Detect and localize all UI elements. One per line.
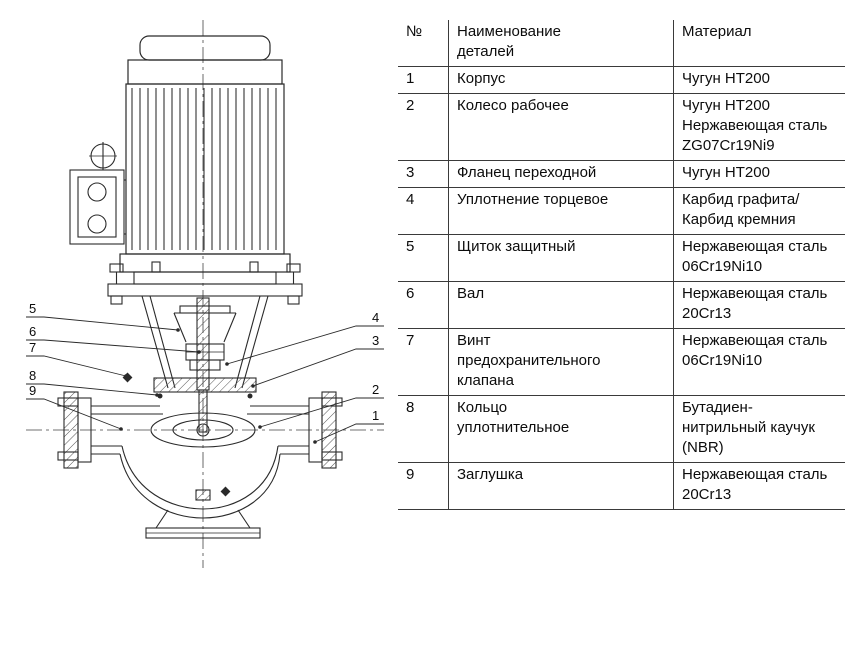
part-number: 2 <box>398 93 449 161</box>
callout-leaders <box>26 316 384 444</box>
terminal-box <box>69 142 126 245</box>
adapter-flange <box>153 377 257 393</box>
part-material: Карбид графита/ Карбид кремния <box>673 187 845 235</box>
col-header-name: Наименование деталей <box>448 20 674 67</box>
volute-inner <box>121 445 279 510</box>
section-marker-2 <box>220 486 231 497</box>
part-material: Нержавеющая сталь 20Cr13 <box>673 281 845 329</box>
part-name: Вал <box>448 281 674 329</box>
part-number: 1 <box>398 66 449 94</box>
part-name: Кольцо уплотнительное <box>448 395 674 463</box>
part-number: 5 <box>398 234 449 282</box>
right-pipe-flange <box>321 391 337 469</box>
left-pipe-flange <box>63 391 79 469</box>
callout-7: 7 <box>29 340 36 355</box>
section-marker-1 <box>122 372 133 383</box>
part-number: 3 <box>398 160 449 188</box>
shaft-lower <box>198 389 208 433</box>
motor <box>119 35 291 273</box>
pump-cross-section-svg: 5 6 7 8 9 4 3 2 1 <box>26 20 384 568</box>
part-name: Фланец переходной <box>448 160 674 188</box>
part-material: Чугун HT200 <box>673 66 845 94</box>
part-name: Корпус <box>448 66 674 94</box>
part-number: 6 <box>398 281 449 329</box>
pump-technical-drawing: 5 6 7 8 9 4 3 2 1 <box>0 0 400 600</box>
part-material: Бутадиен- нитрильный каучук (NBR) <box>673 395 845 463</box>
motor-flange <box>107 261 303 305</box>
part-name: Колесо рабочее <box>448 93 674 161</box>
table-row: 5 Щиток защитный Нержавеющая сталь 06Cr1… <box>398 234 845 282</box>
table-row: 4 Уплотнение торцевое Карбид графита/ Ка… <box>398 187 845 235</box>
callout-8: 8 <box>29 368 36 383</box>
part-number: 4 <box>398 187 449 235</box>
table-row: 9 Заглушка Нержавеющая сталь 20Cr13 <box>398 462 845 510</box>
col-header-material: Материал <box>673 20 845 67</box>
part-number: 9 <box>398 462 449 510</box>
part-number: 7 <box>398 328 449 396</box>
bracket-and-seal <box>141 295 269 433</box>
callout-2: 2 <box>372 382 379 397</box>
table-row: 6 Вал Нержавеющая сталь 20Cr13 <box>398 281 845 329</box>
callout-3: 3 <box>372 333 379 348</box>
part-name: Уплотнение торцевое <box>448 187 674 235</box>
part-material: Чугун HT200 Нержавеющая сталь ZG07Cr19Ni… <box>673 93 845 161</box>
part-number: 8 <box>398 395 449 463</box>
table-row: 1 Корпус Чугун HT200 <box>398 66 845 94</box>
table-row: 7 Винт предохранительного клапана Нержав… <box>398 328 845 396</box>
o-ring-right <box>247 393 253 399</box>
part-material: Нержавеющая сталь 06Cr19Ni10 <box>673 234 845 282</box>
parts-table: № Наименование деталей Материал 1 Корпус… <box>398 20 845 510</box>
part-material: Нержавеющая сталь 20Cr13 <box>673 462 845 510</box>
table-row: 2 Колесо рабочее Чугун HT200 Нержавеющая… <box>398 93 845 161</box>
table-row: 8 Кольцо уплотнительное Бутадиен- нитрил… <box>398 395 845 463</box>
part-name: Щиток защитный <box>448 234 674 282</box>
impeller <box>150 412 256 448</box>
callout-9: 9 <box>29 383 36 398</box>
part-name: Винт предохранительного клапана <box>448 328 674 396</box>
drain-plug <box>195 489 211 501</box>
part-material: Чугун HT200 <box>673 160 845 188</box>
callout-5: 5 <box>29 301 36 316</box>
table-header-row: № Наименование деталей Материал <box>398 20 845 67</box>
callout-4: 4 <box>372 310 379 325</box>
table-row: 3 Фланец переходной Чугун HT200 <box>398 160 845 188</box>
col-header-number: № <box>398 20 449 67</box>
part-material: Нержавеющая сталь 06Cr19Ni10 <box>673 328 845 396</box>
part-name: Заглушка <box>448 462 674 510</box>
volute-outer <box>119 453 281 519</box>
callout-1: 1 <box>372 408 379 423</box>
callout-6: 6 <box>29 324 36 339</box>
